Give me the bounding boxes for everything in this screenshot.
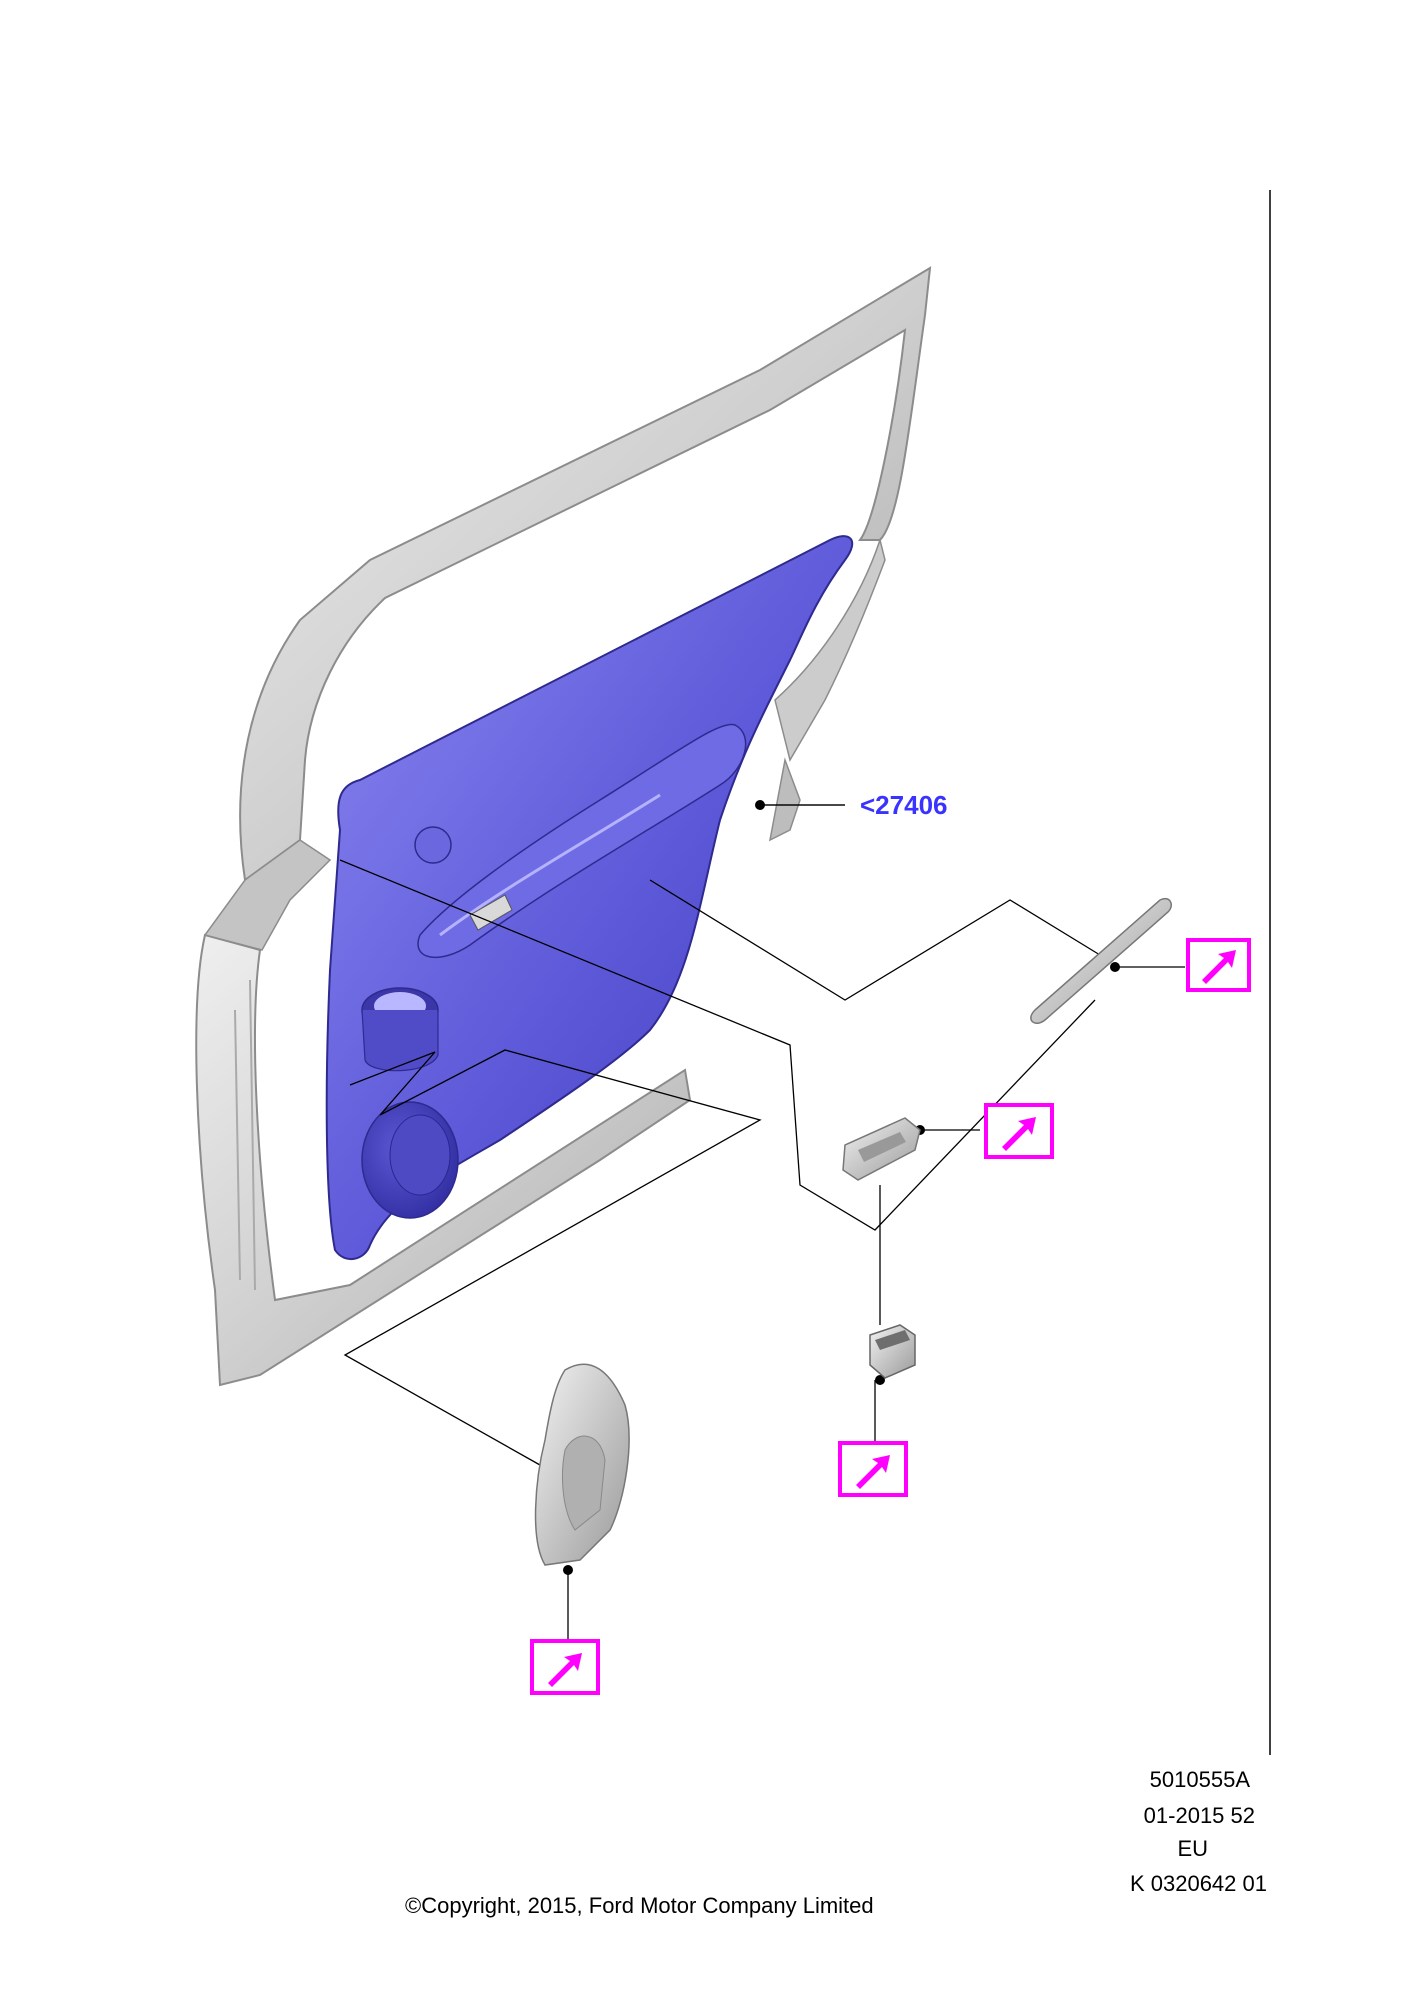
illustration-code: 5010555A [1150, 1767, 1251, 1792]
region-code: EU [1177, 1836, 1208, 1861]
external-reference-arrow-icon[interactable] [838, 1441, 908, 1497]
catalog-number: K 0320642 01 [1130, 1871, 1267, 1896]
window-switch-bezel[interactable] [842, 1117, 921, 1181]
window-control-switch[interactable] [869, 1324, 916, 1379]
leader-lines [339, 800, 1185, 1640]
door-pull-handle-cup[interactable] [534, 1363, 630, 1566]
external-reference-arrow-icon[interactable] [984, 1103, 1054, 1159]
part-number-link[interactable]: <27406 [860, 790, 947, 820]
door-trim-panel[interactable] [325, 535, 854, 1260]
door-frame [195, 266, 932, 1387]
external-reference-arrow-icon[interactable] [1186, 938, 1251, 992]
date-code: 01-2015 52 [1144, 1803, 1255, 1828]
door-grab-handle-trim[interactable] [1030, 898, 1172, 1024]
external-reference-arrow-icon[interactable] [530, 1639, 600, 1695]
copyright-notice: ©Copyright, 2015, Ford Motor Company Lim… [405, 1893, 874, 1918]
